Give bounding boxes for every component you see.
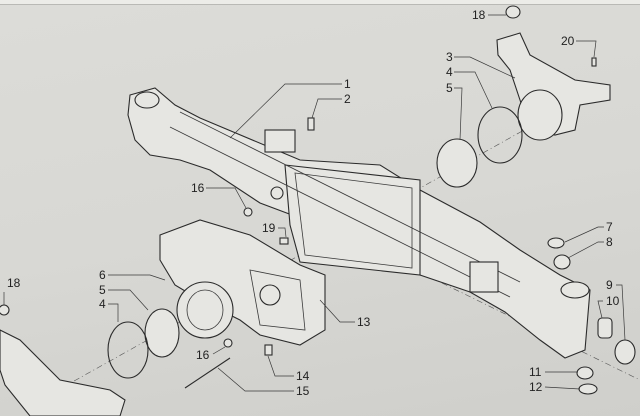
callout-5: 5 [446,81,453,95]
leader-lines [3,14,626,392]
callout-8: 8 [606,235,613,249]
bolt [264,344,273,356]
steering-knuckle-right [496,5,611,141]
seal-ring [477,106,523,164]
washer [578,383,598,395]
callout-4: 4 [99,297,106,311]
callout-11: 11 [529,365,542,379]
seal [614,339,636,365]
callout-7: 7 [606,220,613,234]
callout-20: 20 [561,34,575,48]
pin [279,237,289,245]
callout-16: 16 [191,181,205,195]
callout-15: 15 [296,384,310,398]
callout-18: 18 [7,276,21,290]
callout-16: 16 [196,348,210,362]
bushing [597,317,613,339]
callout-4: 4 [446,65,453,79]
nut [243,207,253,217]
steering-knuckle-left [0,329,126,416]
screen-top-edge [0,0,640,5]
bearing [553,254,571,270]
axle-housing [127,87,591,359]
cap [0,304,10,316]
pin [591,57,597,67]
bushing [436,138,478,188]
differential-carrier [159,219,326,346]
stud-bolt [184,357,231,389]
callout-9: 9 [606,278,613,292]
bearing [576,366,594,380]
callout-1: 1 [344,77,351,91]
callout-12: 12 [529,380,543,394]
bushing [144,308,180,358]
callout-19: 19 [262,221,276,235]
callout-14: 14 [296,369,310,383]
callout-3: 3 [446,50,453,64]
callout-13: 13 [357,315,371,329]
cap [505,5,521,19]
callout-18: 18 [472,8,486,22]
callout-6: 6 [99,268,106,282]
callout-5: 5 [99,283,106,297]
washer [547,237,565,249]
callout-2: 2 [344,92,351,106]
seal-ring [107,321,149,379]
plug [307,117,315,131]
callout-10: 10 [606,294,620,308]
nut [223,338,233,348]
